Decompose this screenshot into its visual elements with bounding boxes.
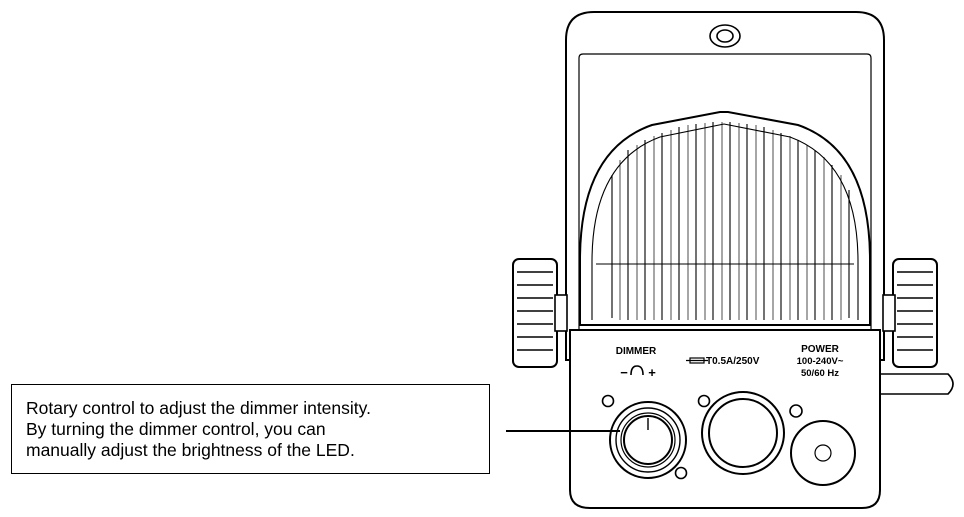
heatsink-fins	[611, 122, 850, 320]
mounting-hole-inner	[716, 29, 734, 43]
yoke-inner-edge	[578, 53, 872, 360]
power-label: POWER	[801, 344, 840, 355]
dimmer-plus: +	[648, 365, 656, 380]
right-tilt-knob	[882, 258, 938, 368]
fuse-icon	[686, 357, 708, 364]
left-tilt-knob	[512, 258, 568, 368]
screw-top-left	[601, 394, 615, 408]
screw-top-center	[697, 394, 711, 408]
power-frequency: 50/60 Hz	[801, 368, 839, 379]
callout-line-3: manually adjust the brightness of the LE…	[26, 440, 355, 460]
dimmer-minus: −	[620, 365, 628, 380]
callout-box: Rotary control to adjust the dimmer inte…	[11, 384, 490, 474]
screw-right	[789, 404, 803, 418]
dimmer-arc-icon	[630, 365, 644, 376]
handle	[875, 373, 954, 395]
dimmer-label: DIMMER	[616, 346, 657, 357]
callout-line-1: Rotary control to adjust the dimmer inte…	[26, 398, 371, 418]
heatsink-inner	[591, 123, 859, 320]
dimmer-knob[interactable]	[609, 401, 687, 479]
power-input-socket	[701, 391, 785, 475]
callout-line-2: By turning the dimmer control, you can	[26, 419, 326, 439]
fuse-rating: T0.5A/250V	[706, 356, 760, 367]
screw-bottom	[674, 466, 688, 480]
power-voltage: 100-240V~	[797, 356, 844, 367]
mounting-hole	[709, 24, 741, 48]
heatsink-outline	[579, 111, 871, 326]
fuse-holder	[790, 420, 856, 486]
